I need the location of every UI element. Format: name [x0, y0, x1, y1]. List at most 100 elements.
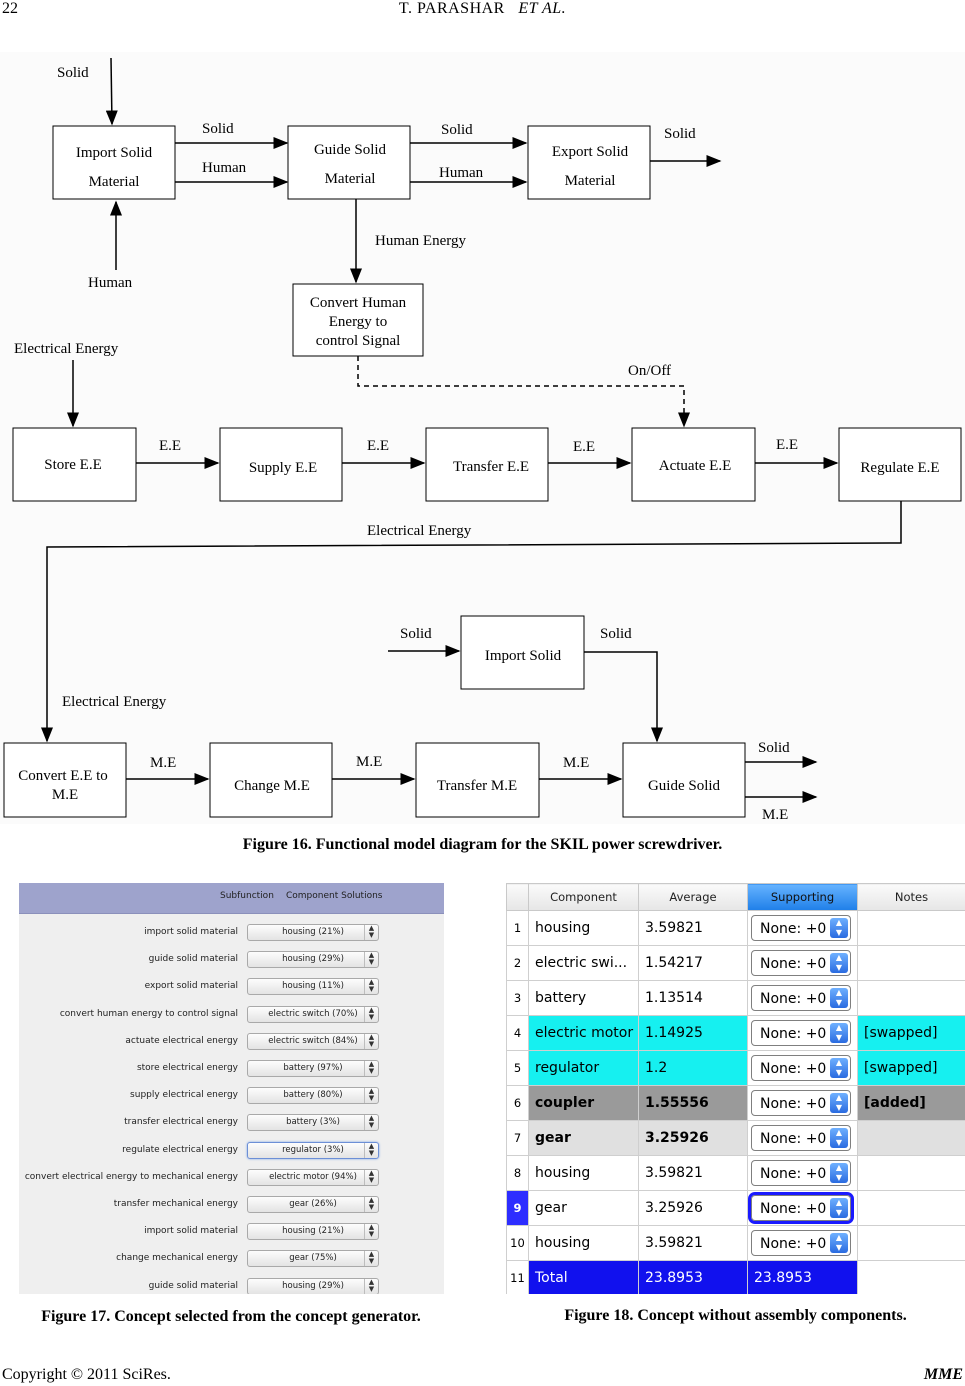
stepper-arrows-icon[interactable]: ▲▼: [830, 988, 848, 1008]
supporting-stepper[interactable]: None: +0▲▼: [751, 915, 851, 941]
concept-generator-header: Subfunction Component Solutions: [19, 883, 444, 914]
supporting-stepper[interactable]: None: +0▲▼: [751, 950, 851, 976]
label-ee-2: E.E: [367, 438, 389, 454]
col-average[interactable]: Average: [638, 883, 748, 911]
supporting-cell: None: +0▲▼: [747, 1190, 858, 1226]
average-cell: 1.13514: [638, 980, 748, 1016]
box-export-solid-material: [527, 125, 651, 200]
supporting-cell: None: +0▲▼: [747, 1050, 858, 1086]
component-solution-select[interactable]: gear (26%)▲▼: [247, 1196, 379, 1213]
col-notes[interactable]: Notes: [857, 883, 965, 911]
subfunction-label: import solid material: [144, 927, 238, 937]
box-text-regulate-ee: Regulate E.E: [860, 460, 939, 476]
component-solution-select[interactable]: housing (29%)▲▼: [247, 951, 379, 969]
label-on-off: On/Off: [628, 363, 671, 379]
select-arrows-icon: ▲▼: [364, 925, 378, 940]
stepper-arrows-icon[interactable]: ▲▼: [830, 1023, 848, 1043]
stepper-arrows-icon[interactable]: ▲▼: [830, 1233, 848, 1253]
component-solution-value: electric motor (94%): [269, 1171, 357, 1182]
component-solution-select[interactable]: housing (11%)▲▼: [247, 978, 379, 996]
label-solid-in: Solid: [57, 65, 89, 81]
header-component-solutions: Component Solutions: [286, 891, 383, 901]
select-arrows-icon: ▲▼: [364, 1033, 378, 1049]
subfunction-label: convert human energy to control signal: [59, 1008, 238, 1019]
component-solution-value: gear (75%): [289, 1253, 337, 1264]
total-supporting: 23.8953: [747, 1260, 858, 1294]
box-text-store-ee: Store E.E: [44, 457, 102, 473]
component-solution-select[interactable]: housing (29%)▲▼: [247, 1277, 379, 1294]
row-number: 9: [506, 1190, 529, 1226]
supporting-stepper[interactable]: None: +0▲▼: [751, 1020, 851, 1046]
supporting-stepper[interactable]: None: +0▲▼: [751, 1230, 851, 1256]
component-solution-select[interactable]: regulator (3%)▲▼: [247, 1141, 379, 1159]
label-me-out: M.E: [762, 807, 788, 823]
component-solution-select[interactable]: housing (21%)▲▼: [247, 1223, 379, 1241]
supporting-stepper[interactable]: None: +0▲▼: [751, 1160, 851, 1186]
box-text-guide-solid-material-1: Guide Solid: [314, 142, 387, 158]
average-cell: 3.25926: [638, 1190, 748, 1226]
component-solution-value: housing (21%): [282, 927, 344, 937]
subfunction-label: transfer mechanical energy: [113, 1199, 238, 1209]
box-regulate-ee: [838, 427, 962, 502]
component-cell: housing: [528, 1225, 639, 1261]
component-solution-value: housing (29%): [282, 954, 344, 965]
supporting-value: None: +0: [760, 921, 827, 937]
col-supporting[interactable]: Supporting: [747, 883, 858, 911]
notes-cell: [swapped]: [857, 1015, 965, 1051]
table-header-row: Component Average Supporting Notes: [506, 883, 965, 911]
component-solution-value: housing (11%): [282, 981, 344, 992]
stepper-arrows-icon[interactable]: ▲▼: [830, 1058, 848, 1078]
component-solution-select[interactable]: gear (75%)▲▼: [247, 1250, 379, 1268]
stepper-arrows-icon[interactable]: ▲▼: [830, 918, 848, 938]
row-number: 4: [506, 1015, 529, 1051]
stepper-arrows-icon[interactable]: ▲▼: [830, 1093, 848, 1113]
component-solution-select[interactable]: electric motor (94%)▲▼: [247, 1168, 379, 1186]
supporting-stepper[interactable]: None: +0▲▼: [751, 1125, 851, 1151]
supporting-value: None: +0: [760, 991, 827, 1007]
component-solution-select[interactable]: electric switch (84%)▲▼: [247, 1032, 379, 1050]
component-solution-select[interactable]: battery (80%)▲▼: [247, 1087, 379, 1105]
supporting-stepper[interactable]: None: +0▲▼: [748, 1192, 854, 1224]
average-cell: 3.59821: [638, 1155, 748, 1191]
stepper-arrows-icon[interactable]: ▲▼: [830, 1128, 848, 1148]
supporting-cell: None: +0▲▼: [747, 980, 858, 1016]
notes-cell: [857, 1225, 965, 1261]
stepper-arrows-icon[interactable]: ▲▼: [830, 953, 848, 973]
box-text-change-me: Change M.E: [234, 778, 310, 794]
col-component[interactable]: Component: [528, 883, 639, 911]
figure-17-caption: Figure 17. Concept selected from the con…: [41, 1308, 421, 1325]
component-solution-select[interactable]: battery (97%)▲▼: [247, 1060, 379, 1077]
label-human-energy: Human Energy: [375, 233, 466, 249]
box-text-export-solid-material-2: Material: [565, 173, 616, 189]
label-electrical-energy-1: Electrical Energy: [14, 341, 119, 357]
stepper-arrows-icon[interactable]: ▲▼: [830, 1198, 848, 1218]
component-solution-select[interactable]: battery (3%)▲▼: [247, 1114, 379, 1132]
journal-name: MME: [923, 1366, 963, 1383]
supporting-stepper[interactable]: None: +0▲▼: [751, 1090, 851, 1116]
component-cell: battery: [528, 980, 639, 1016]
box-import-solid: [460, 615, 585, 690]
average-cell: 3.59821: [638, 1225, 748, 1261]
notes-cell: [swapped]: [857, 1050, 965, 1086]
component-solution-select[interactable]: housing (21%) ▲▼: [247, 924, 379, 941]
stepper-arrows-icon[interactable]: ▲▼: [830, 1163, 848, 1183]
average-cell: 3.25926: [638, 1120, 748, 1156]
supporting-stepper[interactable]: None: +0▲▼: [751, 1055, 851, 1081]
supporting-cell: None: +0▲▼: [747, 1155, 858, 1191]
component-solution-select[interactable]: electric switch (70%)▲▼: [247, 1005, 379, 1023]
page-number: 22: [2, 0, 18, 17]
supporting-stepper[interactable]: None: +0▲▼: [751, 985, 851, 1011]
